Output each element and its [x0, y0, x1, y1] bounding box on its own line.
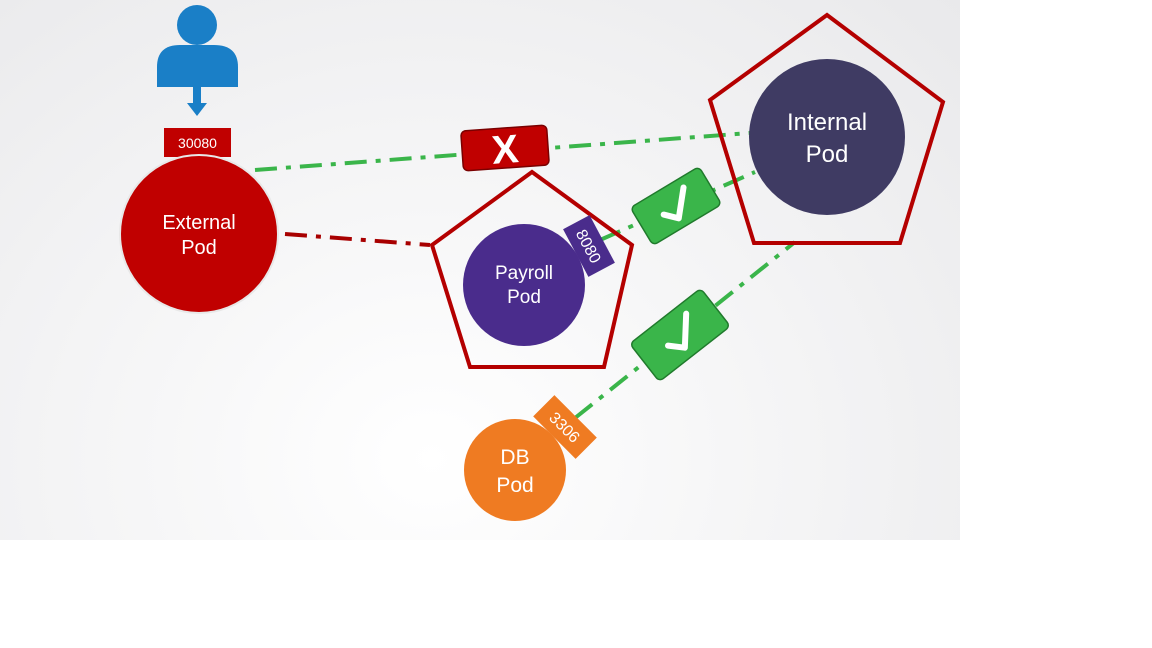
diagram-canvas: 30080 External Pod Payroll Pod 8080 Inte… — [0, 0, 960, 540]
deny-badge: X — [460, 124, 550, 173]
check-icon — [665, 310, 690, 351]
check-icon — [660, 184, 687, 222]
db-pod-label-line1: DB — [500, 446, 529, 469]
payroll-pod-label-line1: Payroll — [495, 263, 553, 284]
deny-x-icon: X — [490, 127, 520, 173]
connection-payroll-to-internal — [599, 170, 756, 242]
payroll-pod: Payroll Pod — [463, 224, 585, 346]
internal-pod-label-line2: Pod — [806, 141, 849, 168]
internal-network-policy — [707, 12, 946, 245]
arrow-down-icon — [187, 87, 207, 116]
connection-external-to-internal — [254, 131, 751, 172]
allow-badge-db-internal — [631, 289, 729, 381]
network-policy-diagram: 30080 External Pod Payroll Pod 8080 Inte… — [119, 5, 946, 521]
connection-external-to-payroll — [284, 232, 431, 247]
db-pod-label-line2: Pod — [496, 474, 533, 497]
payroll-pod-label-line2: Pod — [507, 287, 541, 308]
allow-badge-payroll-internal — [631, 167, 721, 245]
payroll-network-policy — [429, 169, 635, 369]
user-icon — [157, 5, 238, 87]
internal-pod-label-line1: Internal — [787, 109, 867, 136]
external-pod-label-line2: Pod — [181, 237, 217, 259]
port-label-external: 30080 — [178, 135, 217, 151]
db-pod: DB Pod — [464, 419, 566, 521]
external-pod-label-line1: External — [162, 212, 235, 234]
external-pod: External Pod — [119, 154, 279, 314]
port-badge-payroll: 8080 — [563, 215, 615, 277]
port-badge-external: 30080 — [164, 128, 231, 157]
internal-pod: Internal Pod — [749, 59, 905, 215]
